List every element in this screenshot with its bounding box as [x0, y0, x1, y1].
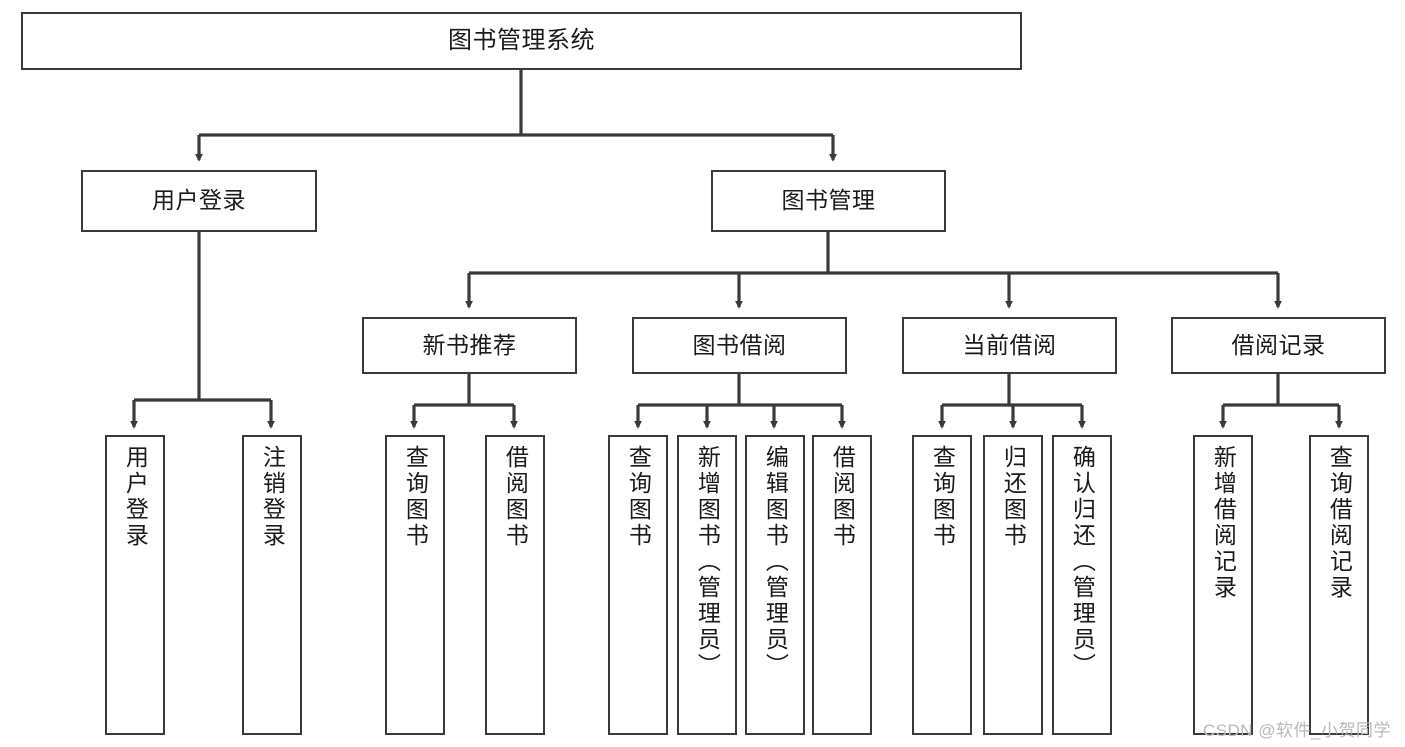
node-user-login-label: 用户登录 [152, 187, 246, 214]
node-leaf-add-book-admin[interactable]: 新增图书（管理员） [677, 435, 737, 735]
node-leaf-confirm-return-admin[interactable]: 确认归还（管理员） [1052, 435, 1112, 735]
node-leaf-query-book-borrow-label: 查询图书 [625, 445, 652, 549]
node-book-borrow-label: 图书借阅 [692, 331, 787, 358]
node-root[interactable]: 图书管理系统 [21, 12, 1022, 70]
csdn-watermark: CSDN @软件_小贺同学 [1202, 721, 1391, 740]
node-leaf-return-book[interactable]: 归还图书 [983, 435, 1043, 735]
node-leaf-query-book-recommend-label: 查询图书 [402, 445, 429, 549]
node-borrow-record-label: 借阅记录 [1231, 331, 1326, 358]
node-leaf-user-logout[interactable]: 注销登录 [242, 435, 302, 735]
node-leaf-user-login-label: 用户登录 [122, 445, 149, 549]
node-new-book-recommend-label: 新书推荐 [422, 331, 517, 358]
node-leaf-borrow-book[interactable]: 借阅图书 [812, 435, 872, 735]
node-new-book-recommend[interactable]: 新书推荐 [362, 317, 577, 374]
node-leaf-return-book-label: 归还图书 [1000, 445, 1027, 549]
node-user-login[interactable]: 用户登录 [81, 170, 317, 232]
node-book-manage[interactable]: 图书管理 [711, 170, 946, 232]
node-current-borrow[interactable]: 当前借阅 [902, 317, 1117, 374]
node-root-label: 图书管理系统 [448, 26, 595, 54]
node-leaf-user-logout-label: 注销登录 [259, 445, 286, 549]
node-leaf-add-book-admin-label: 新增图书（管理员） [694, 445, 721, 679]
node-leaf-add-borrow-record-label: 新增借阅记录 [1210, 445, 1237, 601]
node-borrow-record[interactable]: 借阅记录 [1171, 317, 1386, 374]
node-leaf-query-borrow-record[interactable]: 查询借阅记录 [1309, 435, 1369, 735]
node-book-manage-label: 图书管理 [781, 187, 876, 214]
node-leaf-query-book-current-label: 查询图书 [929, 445, 956, 549]
node-leaf-query-borrow-record-label: 查询借阅记录 [1326, 445, 1353, 601]
node-leaf-add-borrow-record[interactable]: 新增借阅记录 [1193, 435, 1253, 735]
node-leaf-user-login[interactable]: 用户登录 [105, 435, 165, 735]
node-book-borrow[interactable]: 图书借阅 [632, 317, 847, 374]
node-leaf-query-book-borrow[interactable]: 查询图书 [608, 435, 668, 735]
node-current-borrow-label: 当前借阅 [962, 331, 1057, 358]
node-leaf-confirm-return-admin-label: 确认归还（管理员） [1069, 445, 1096, 679]
node-leaf-query-book-recommend[interactable]: 查询图书 [385, 435, 445, 735]
node-leaf-edit-book-admin-label: 编辑图书（管理员） [762, 445, 789, 679]
node-leaf-borrow-book-recommend[interactable]: 借阅图书 [485, 435, 545, 735]
node-leaf-query-book-current[interactable]: 查询图书 [912, 435, 972, 735]
node-leaf-borrow-book-recommend-label: 借阅图书 [502, 445, 529, 549]
node-leaf-edit-book-admin[interactable]: 编辑图书（管理员） [745, 435, 805, 735]
node-leaf-borrow-book-label: 借阅图书 [829, 445, 856, 549]
